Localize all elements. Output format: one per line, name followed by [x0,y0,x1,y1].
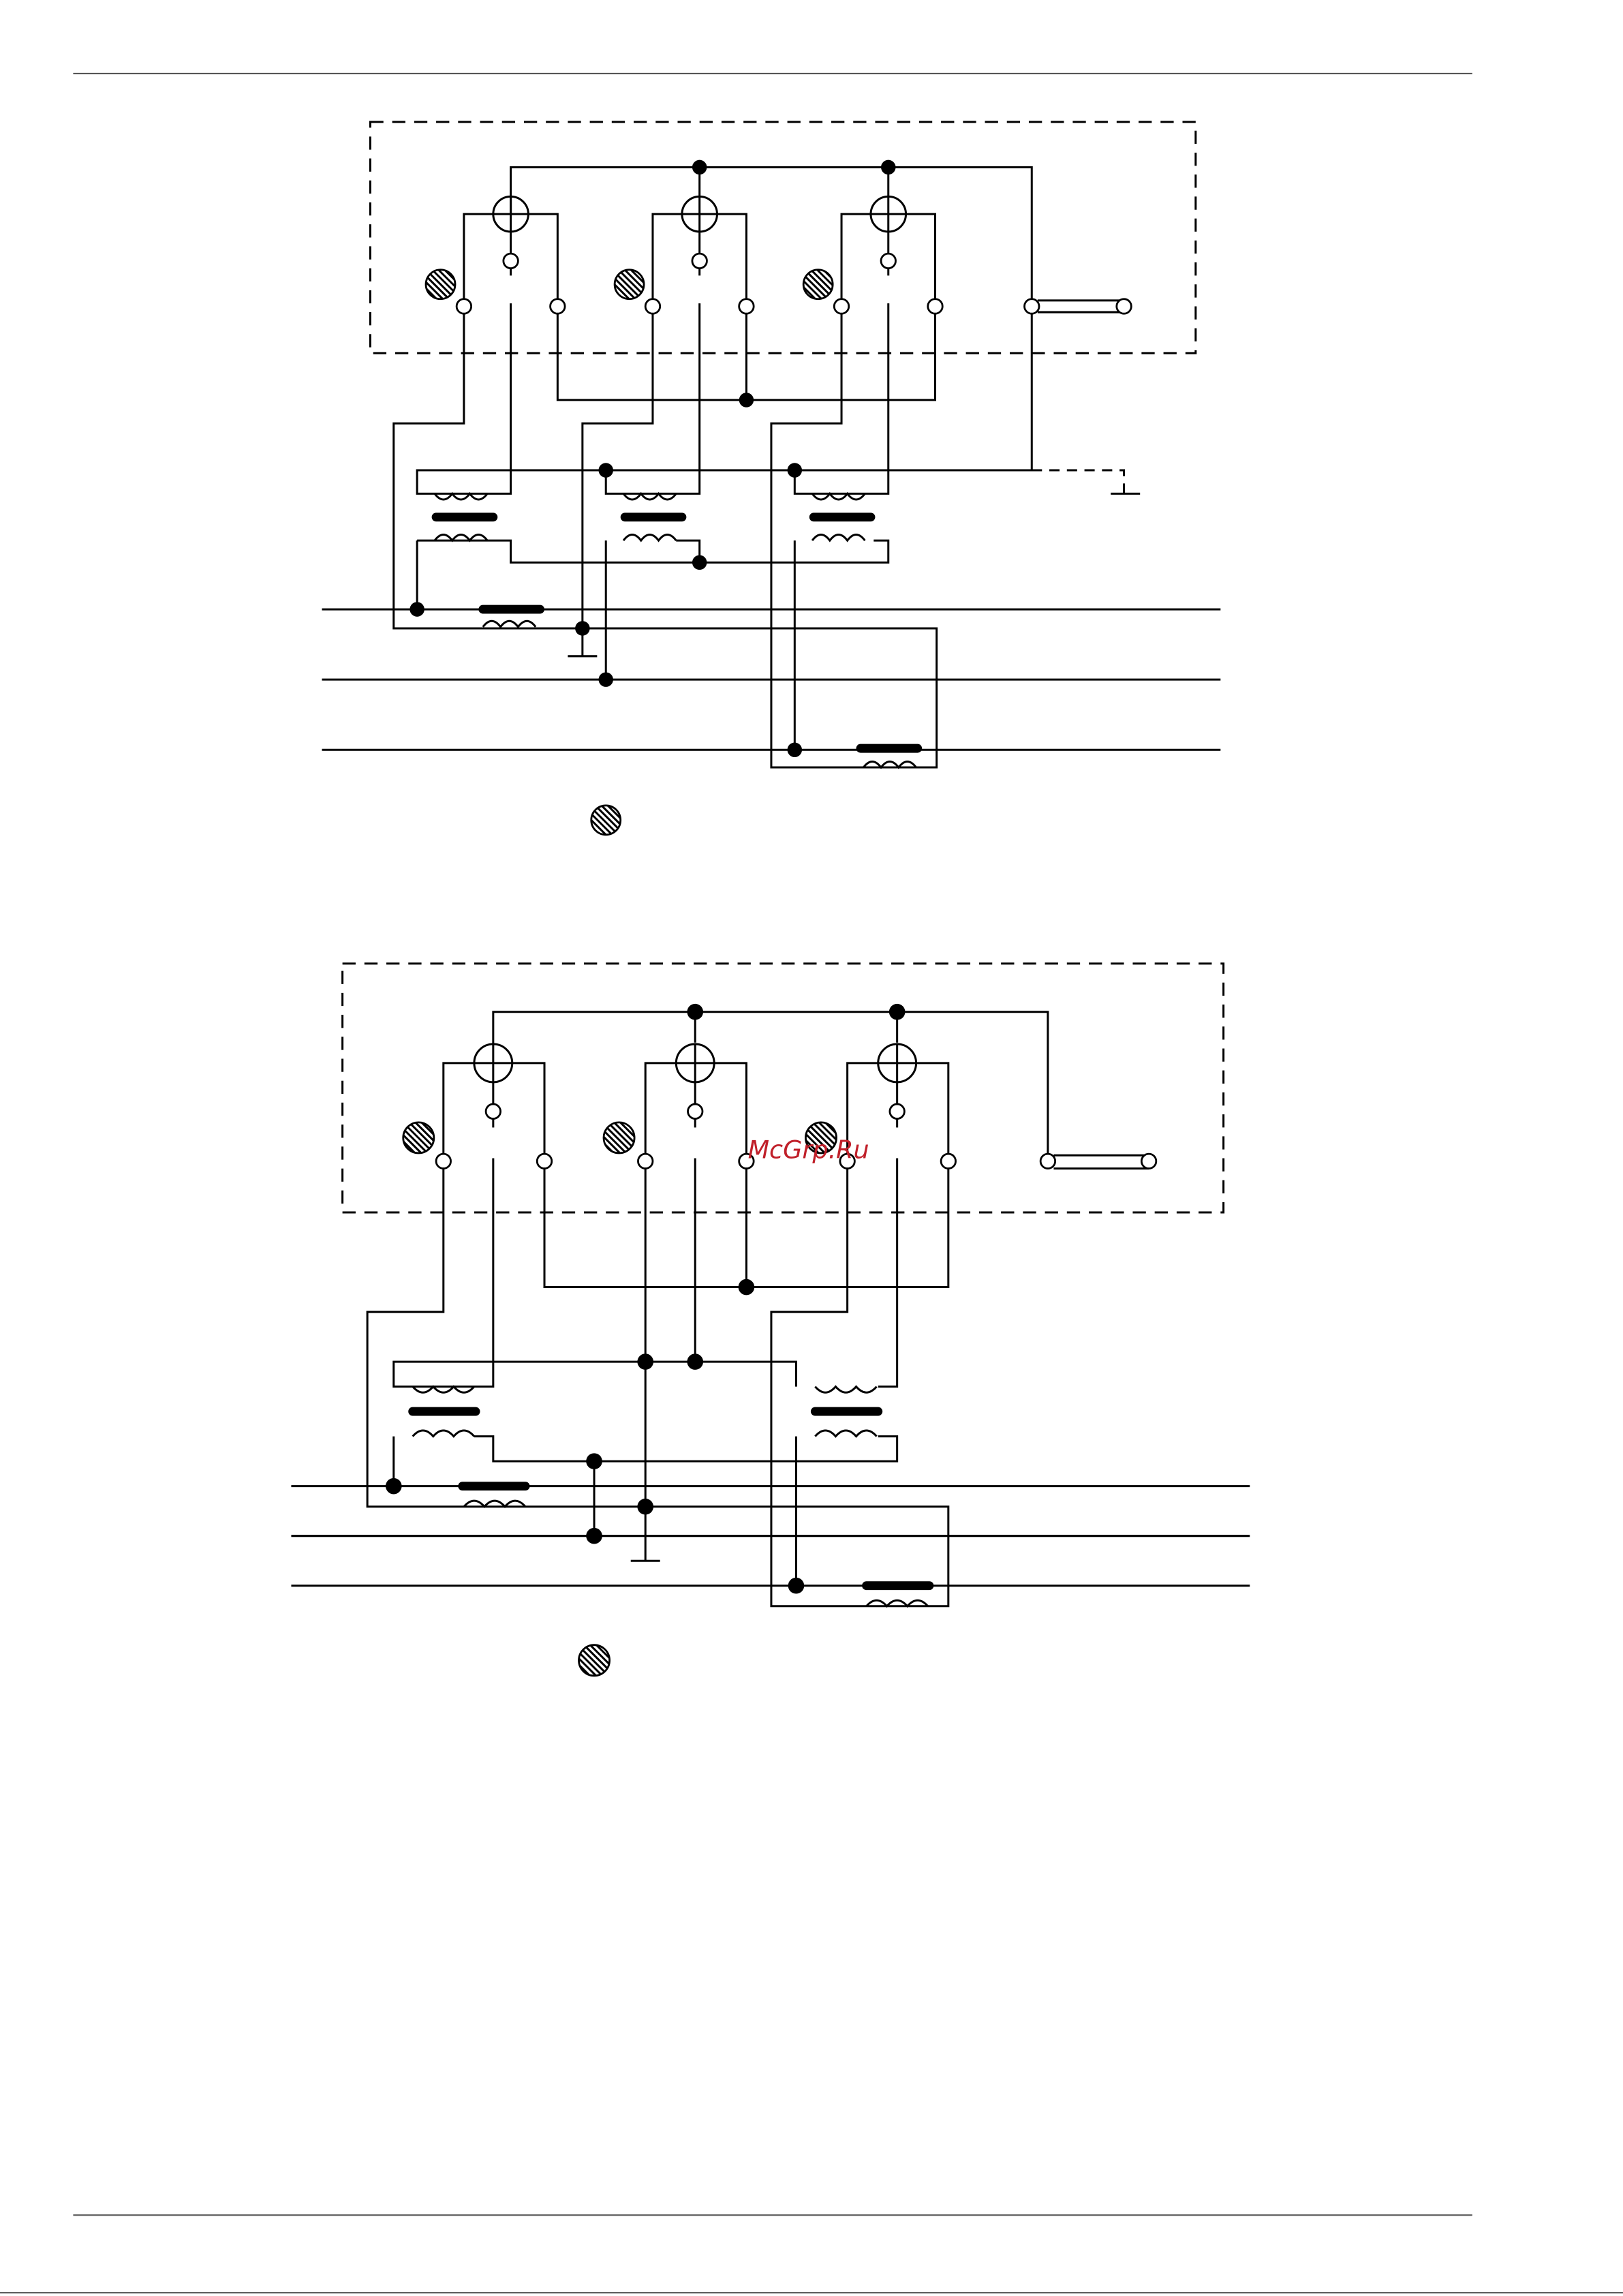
measuring-element-2 [645,1044,746,1154]
seal-icon [403,1122,434,1153]
measuring-element-2 [653,196,746,299]
watermark: McGrp.Ru [748,1135,869,1165]
meter-enclosure [370,122,1195,353]
meter-enclosure [343,964,1224,1212]
seal-icon [803,270,833,299]
voltage-transformer-1 [417,493,888,609]
measuring-element-3 [841,196,935,299]
current-transformer-1 [483,621,536,627]
measuring-element-1 [464,196,557,299]
measuring-element-1 [444,1044,544,1154]
seal-icon [578,1645,609,1676]
seal-icon [604,1122,634,1153]
seal-icon [591,806,621,835]
wiring-diagram-2 [291,964,1250,1606]
voltage-transformer-3 [794,493,865,750]
wiring-diagram-1 [322,122,1221,767]
voltage-transformer-2 [606,493,699,679]
seal-icon [615,270,644,299]
seal-icon [426,270,455,299]
